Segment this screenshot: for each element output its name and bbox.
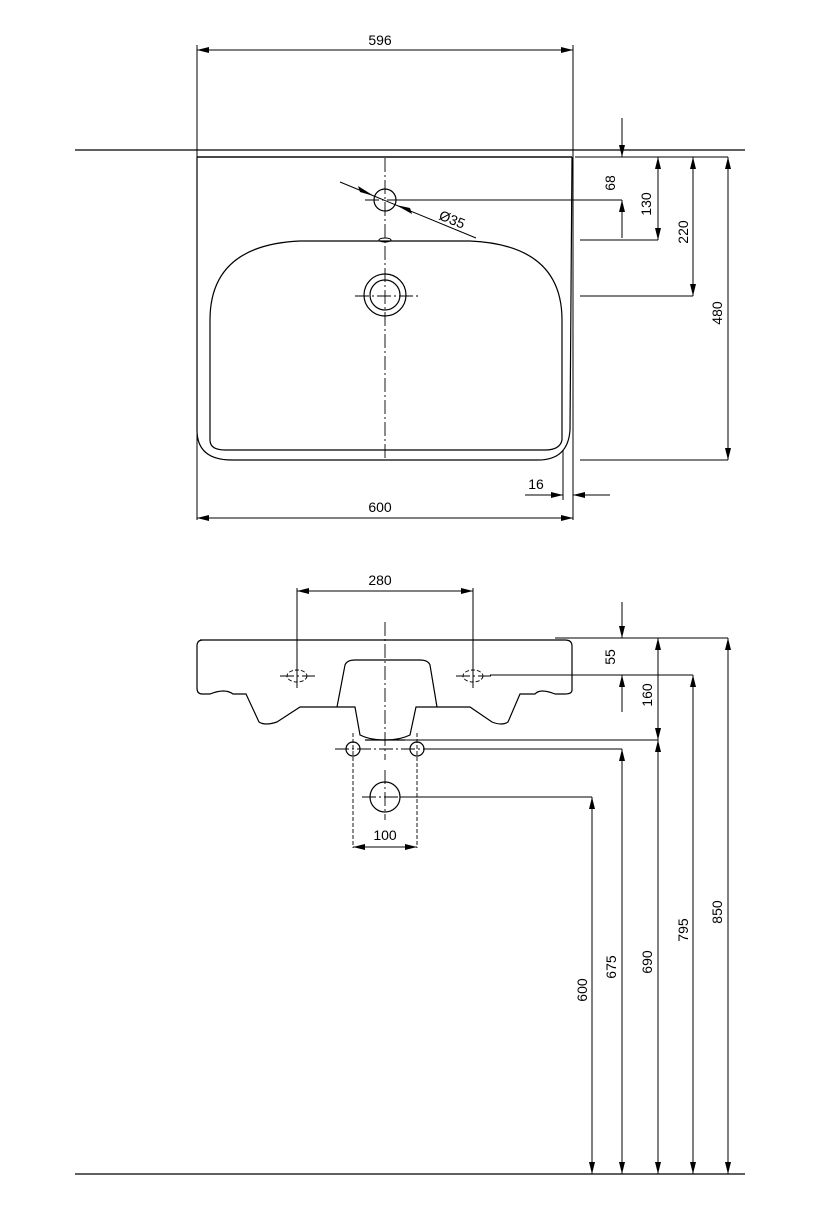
dim-fixing-floor-height: 795 [675, 918, 691, 942]
dim-fixing-height: 55 [602, 649, 618, 665]
dim-tap-offset: 68 [602, 175, 618, 191]
dim-outlet-drop: 160 [639, 683, 655, 707]
top-view: Ø35 596 600 16 68 130 220 480 [75, 32, 745, 521]
dim-supply-height: 675 [603, 955, 619, 979]
drain-inner [369, 279, 401, 311]
side-view: 280 100 55 160 600 675 [75, 572, 745, 1175]
basin-profile [196, 639, 573, 741]
diameter-arrow-1 [358, 186, 374, 196]
diameter-arrow-2 [396, 205, 412, 214]
spout-profile [336, 659, 438, 708]
dim-depth: 480 [709, 301, 725, 325]
dim-wall-thickness: 16 [528, 476, 544, 492]
dim-drain-offset: 220 [675, 220, 691, 244]
dim-fixing-spacing: 280 [368, 572, 392, 588]
dim-bowl-offset: 130 [638, 192, 654, 216]
dim-width-top: 596 [368, 32, 392, 48]
overflow-slot [378, 237, 392, 243]
dim-trap-height: 690 [639, 950, 655, 974]
dim-waste-height: 600 [574, 978, 590, 1002]
dim-rim-height: 850 [709, 900, 725, 924]
bowl-outline [209, 240, 563, 451]
dim-supply-spacing: 100 [373, 827, 397, 843]
drain-outer [363, 273, 407, 317]
basin-outline [196, 156, 573, 461]
dim-width-bottom: 600 [368, 499, 392, 515]
